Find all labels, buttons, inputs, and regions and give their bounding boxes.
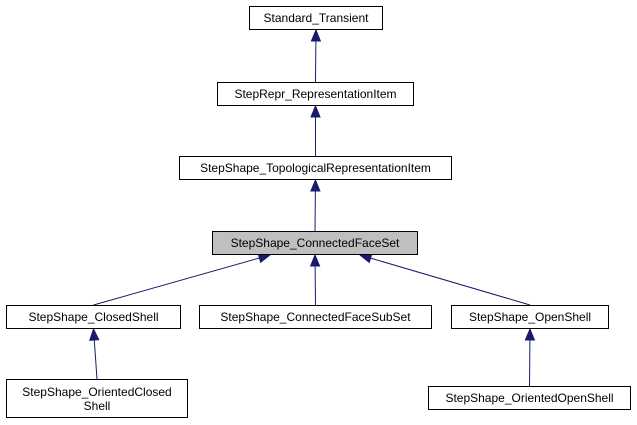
edge-representation-to-transient <box>310 28 322 83</box>
edge-open-shell-to-connected-face-set-line <box>370 257 531 306</box>
node-stepshape-closed-shell[interactable]: StepShape_ClosedShell <box>6 305 181 329</box>
edge-connected-face-set-to-topological-arrowhead <box>310 178 321 192</box>
edge-sub-set-to-connected-face-set-arrowhead <box>309 253 321 267</box>
edge-open-shell-to-connected-face-set-arrowhead <box>358 253 373 264</box>
edge-closed-shell-to-connected-face-set <box>93 253 272 306</box>
edge-connected-face-set-to-topological <box>310 178 321 232</box>
edge-sub-set-to-connected-face-set <box>309 253 321 306</box>
node-stepshape-oriented-closed-shell[interactable]: StepShape_OrientedClosed Shell <box>6 379 188 418</box>
node-stepshape-connected-face-set[interactable]: StepShape_ConnectedFaceSet <box>212 231 418 255</box>
edge-oriented-open-to-open-shell <box>524 327 536 387</box>
edge-topological-to-representation <box>310 104 321 156</box>
node-stepshape-open-shell[interactable]: StepShape_OpenShell <box>451 305 609 329</box>
node-steprepr-representation-item[interactable]: StepRepr_RepresentationItem <box>217 82 414 106</box>
edge-oriented-closed-to-closed-shell-line <box>93 339 98 380</box>
edge-oriented-closed-to-closed-shell <box>89 327 100 380</box>
node-stepshape-connected-face-sub-set[interactable]: StepShape_ConnectedFaceSubSet <box>199 305 432 329</box>
edge-oriented-closed-to-closed-shell-arrowhead <box>89 327 100 341</box>
edge-open-shell-to-connected-face-set <box>358 253 531 306</box>
edge-closed-shell-to-connected-face-set-line <box>93 257 260 306</box>
node-stepshape-topological-representation-item[interactable]: StepShape_TopologicalRepresentationItem <box>179 156 452 180</box>
edge-representation-to-transient-arrowhead <box>310 28 322 42</box>
node-standard-transient[interactable]: Standard_Transient <box>249 6 383 30</box>
node-stepshape-oriented-open-shell[interactable]: StepShape_OrientedOpenShell <box>428 386 631 410</box>
edge-oriented-open-to-open-shell-arrowhead <box>524 327 536 341</box>
edge-topological-to-representation-arrowhead <box>310 104 321 118</box>
